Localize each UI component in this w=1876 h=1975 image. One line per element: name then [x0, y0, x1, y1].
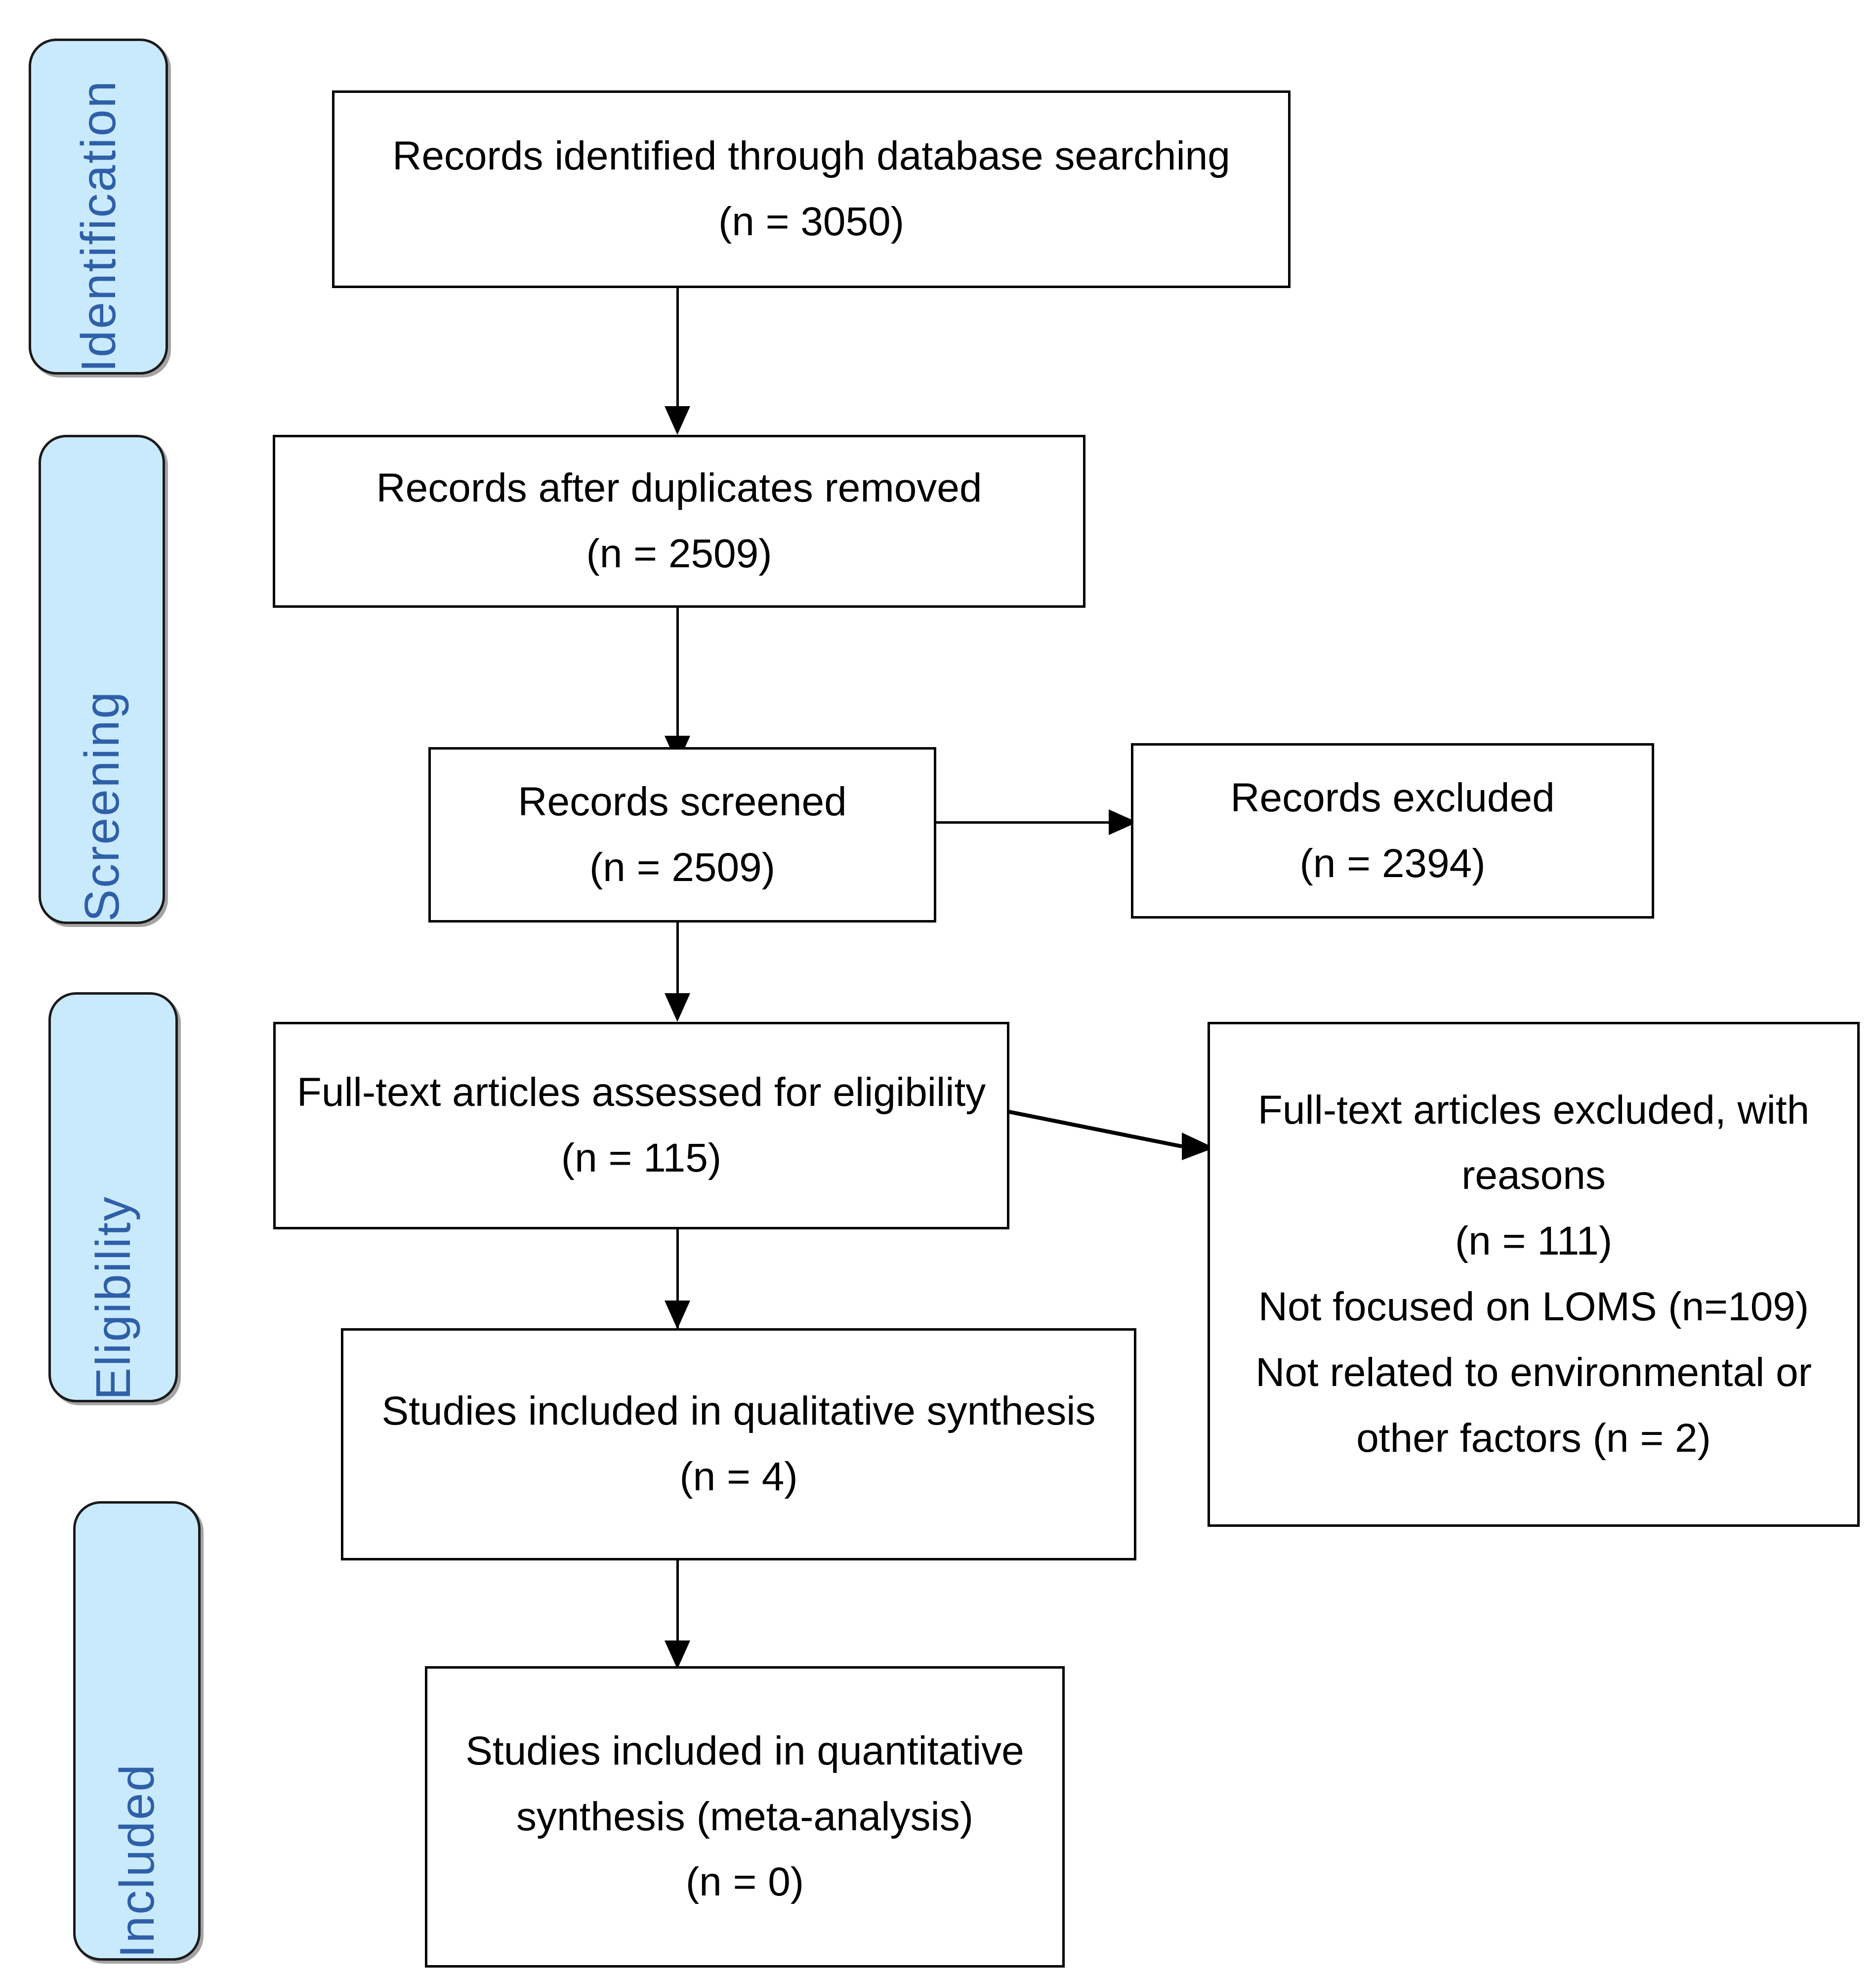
box-records-excluded-line1: Records excluded	[1230, 775, 1555, 820]
box-fulltext-excluded[interactable]: Full-text articles excluded, with reason…	[1208, 1022, 1860, 1527]
box-fulltext-excluded-line4: Not focused on LOMS (n=109)	[1258, 1284, 1809, 1329]
box-qualitative-synthesis-line2: (n = 4)	[679, 1454, 798, 1499]
stage-tab-screening-rot: Screening	[41, 437, 163, 922]
box-records-screened[interactable]: Records screened (n = 2509)	[428, 747, 936, 923]
box-quantitative-synthesis-line3: (n = 0)	[685, 1859, 804, 1905]
connector-identified-to-duplicates	[676, 288, 679, 409]
stage-tab-eligibility-rot: Eligibility	[51, 995, 175, 1400]
box-fulltext-excluded-line6: other factors (n = 2)	[1356, 1415, 1711, 1461]
stage-tab-included-label: Included	[110, 1763, 164, 1958]
box-records-identified-line1: Records identified through database sear…	[392, 133, 1230, 179]
arrowhead-screened-to-fulltext	[665, 993, 690, 1022]
arrowhead-qualitative-to-quantitative	[665, 1640, 690, 1669]
box-records-after-duplicates-line2: (n = 2509)	[586, 531, 772, 576]
box-records-identified-line2: (n = 3050)	[718, 199, 905, 244]
box-quantitative-synthesis[interactable]: Studies included in quantitative synthes…	[425, 1666, 1065, 1968]
connector-fulltext-to-qualitative	[676, 1229, 679, 1328]
box-qualitative-synthesis[interactable]: Studies included in qualitative synthesi…	[341, 1328, 1136, 1560]
arrowhead-fulltext-to-qualitative	[665, 1301, 690, 1329]
connector-screened-to-excluded	[936, 821, 1112, 824]
stage-tab-identification[interactable]: Identification	[29, 39, 168, 375]
box-fulltext-excluded-line2: reasons	[1461, 1153, 1606, 1198]
stage-tab-screening[interactable]: Screening	[39, 435, 165, 924]
stage-tab-eligibility-label: Eligibility	[86, 1195, 140, 1400]
stage-tab-identification-rot: Identification	[31, 41, 166, 372]
box-fulltext-excluded-line3: (n = 111)	[1455, 1219, 1613, 1264]
stage-tab-included-rot: Included	[76, 1504, 198, 1958]
stage-tab-identification-label: Identification	[71, 79, 125, 372]
box-fulltext-excluded-line5: Not related to environmental or	[1255, 1349, 1812, 1395]
connector-fulltext-to-excluded	[1008, 1110, 1214, 1160]
connector-qualitative-to-quantitative	[676, 1560, 679, 1667]
box-records-excluded-line2: (n = 2394)	[1299, 840, 1486, 886]
box-records-screened-line1: Records screened	[518, 779, 847, 824]
stage-tab-included[interactable]: Included	[73, 1501, 201, 1961]
connector-duplicates-to-screened	[676, 608, 679, 739]
box-qualitative-synthesis-line1: Studies included in qualitative synthesi…	[381, 1388, 1096, 1434]
connector-screened-to-fulltext	[676, 923, 679, 1019]
box-records-screened-line2: (n = 2509)	[589, 844, 776, 890]
box-fulltext-assessed[interactable]: Full-text articles assessed for eligibil…	[273, 1022, 1009, 1229]
box-records-identified[interactable]: Records identified through database sear…	[332, 90, 1291, 288]
box-records-after-duplicates-line1: Records after duplicates removed	[376, 465, 982, 511]
box-quantitative-synthesis-line2: synthesis (meta-analysis)	[516, 1794, 974, 1839]
box-fulltext-excluded-line1: Full-text articles excluded, with	[1257, 1087, 1810, 1133]
box-fulltext-assessed-line2: (n = 115)	[561, 1135, 722, 1180]
stage-tab-eligibility[interactable]: Eligibility	[48, 992, 178, 1402]
box-records-after-duplicates[interactable]: Records after duplicates removed (n = 25…	[273, 435, 1085, 608]
arrowhead-identified-to-duplicates	[665, 406, 690, 435]
box-records-excluded[interactable]: Records excluded (n = 2394)	[1131, 743, 1654, 919]
box-quantitative-synthesis-line1: Studies included in quantitative	[465, 1728, 1024, 1773]
stage-tab-screening-label: Screening	[75, 690, 129, 922]
box-fulltext-assessed-line1: Full-text articles assessed for eligibil…	[296, 1070, 986, 1115]
